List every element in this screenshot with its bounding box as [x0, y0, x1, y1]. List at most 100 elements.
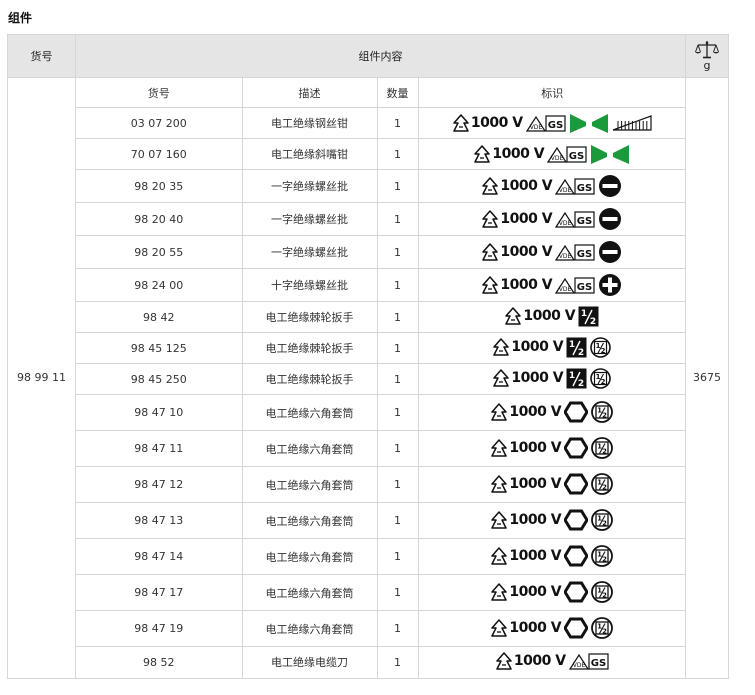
component-article-no: 98 20 35: [76, 169, 243, 203]
component-article-no: 98 24 00: [76, 268, 243, 302]
half-inch-socket-icon: 12: [591, 473, 613, 495]
component-description: 一字绝缘螺丝批: [241, 202, 378, 236]
component-description: 电工绝缘棘轮扳手: [241, 301, 378, 333]
component-quantity: 1: [376, 610, 419, 647]
slotted-tip-icon: [599, 208, 622, 230]
svg-text:2: 2: [601, 378, 606, 386]
vde-1000v-symbol: [491, 475, 508, 493]
hexagon-icon: [564, 545, 589, 567]
component-quantity: 1: [376, 202, 419, 236]
svg-text:VDE: VDE: [529, 124, 542, 131]
contents-header-row: 货号 描述 数量 标识: [76, 78, 686, 108]
half-inch-drive-icon: 12: [566, 337, 587, 358]
svg-text:1: 1: [597, 623, 602, 631]
svg-text:2: 2: [602, 412, 607, 420]
component-quantity: 1: [376, 268, 419, 302]
svg-text:2: 2: [602, 592, 607, 600]
voltage-label: 1000 V: [500, 211, 553, 227]
vde-1000v-symbol: [491, 403, 508, 421]
component-article-no: 98 47 19: [76, 610, 243, 647]
vde-1000v-mark: 1000 V: [491, 511, 562, 529]
svg-text:GS: GS: [577, 216, 592, 227]
svg-text:1: 1: [597, 479, 602, 487]
svg-text:2: 2: [602, 448, 607, 456]
vde-1000v-mark: 1000 V: [496, 652, 566, 670]
vde-1000v-mark: 1000 V: [482, 243, 553, 261]
col-quantity: 数量: [376, 78, 419, 108]
component-quantity: 1: [376, 332, 419, 364]
component-article-no: 98 52: [76, 646, 243, 678]
voltage-label: 1000 V: [500, 277, 553, 293]
vde-1000v-mark: 1000 V: [505, 307, 576, 325]
svg-text:VDE: VDE: [559, 187, 572, 194]
col-description: 描述: [241, 78, 378, 108]
half-inch-drive-icon: 12: [578, 306, 599, 327]
header-contents: 组件内容: [75, 34, 686, 78]
svg-text:1: 1: [597, 551, 602, 559]
phillips-tip-icon: [599, 274, 622, 296]
component-quantity: 1: [376, 107, 419, 139]
vde-1000v-mark: 1000 V: [482, 210, 553, 228]
vde-1000v-symbol: [491, 619, 508, 637]
vde-1000v-symbol: [491, 547, 508, 565]
components-table: 货号 组件内容 g 98 99: [7, 34, 729, 679]
svg-text:1: 1: [597, 515, 602, 523]
svg-text:VDE: VDE: [551, 155, 564, 162]
voltage-label: 1000 V: [509, 512, 562, 528]
component-article-no: 98 20 55: [76, 235, 243, 269]
svg-text:VDE: VDE: [572, 662, 585, 669]
svg-text:2: 2: [590, 317, 596, 327]
svg-text:GS: GS: [547, 120, 562, 131]
component-quantity: 1: [376, 574, 419, 611]
svg-text:VDE: VDE: [559, 286, 572, 293]
component-quantity: 1: [376, 502, 419, 539]
half-inch-drive-outline-icon: 12: [590, 367, 611, 389]
hexagon-icon: [564, 581, 589, 603]
green-grips-icon: [591, 144, 630, 164]
vde-1000v-symbol: [491, 439, 508, 457]
vde-1000v-mark: 1000 V: [491, 547, 562, 565]
half-inch-socket-icon: 12: [591, 581, 613, 603]
set-article-no: 98 99 11: [7, 77, 76, 679]
header-article-no: 货号: [7, 34, 76, 78]
vde-1000v-mark: 1000 V: [491, 475, 562, 493]
component-description: 电工绝缘钢丝钳: [241, 107, 378, 139]
voltage-label: 1000 V: [511, 370, 564, 387]
component-description: 电工绝缘六角套筒: [241, 610, 378, 647]
component-description: 电工绝缘六角套筒: [241, 394, 378, 431]
svg-text:2: 2: [601, 347, 606, 355]
component-description: 十字绝缘螺丝批: [241, 268, 378, 302]
voltage-label: 1000 V: [492, 145, 545, 162]
scale-icon: [695, 41, 719, 59]
vde-1000v-symbol: [505, 307, 522, 325]
svg-text:2: 2: [602, 484, 607, 492]
component-article-no: 98 42: [76, 301, 243, 333]
vde-1000v-symbol: [493, 369, 510, 387]
component-description: 一字绝缘螺丝批: [241, 169, 378, 203]
vde-1000v-mark: 1000 V: [493, 338, 564, 356]
